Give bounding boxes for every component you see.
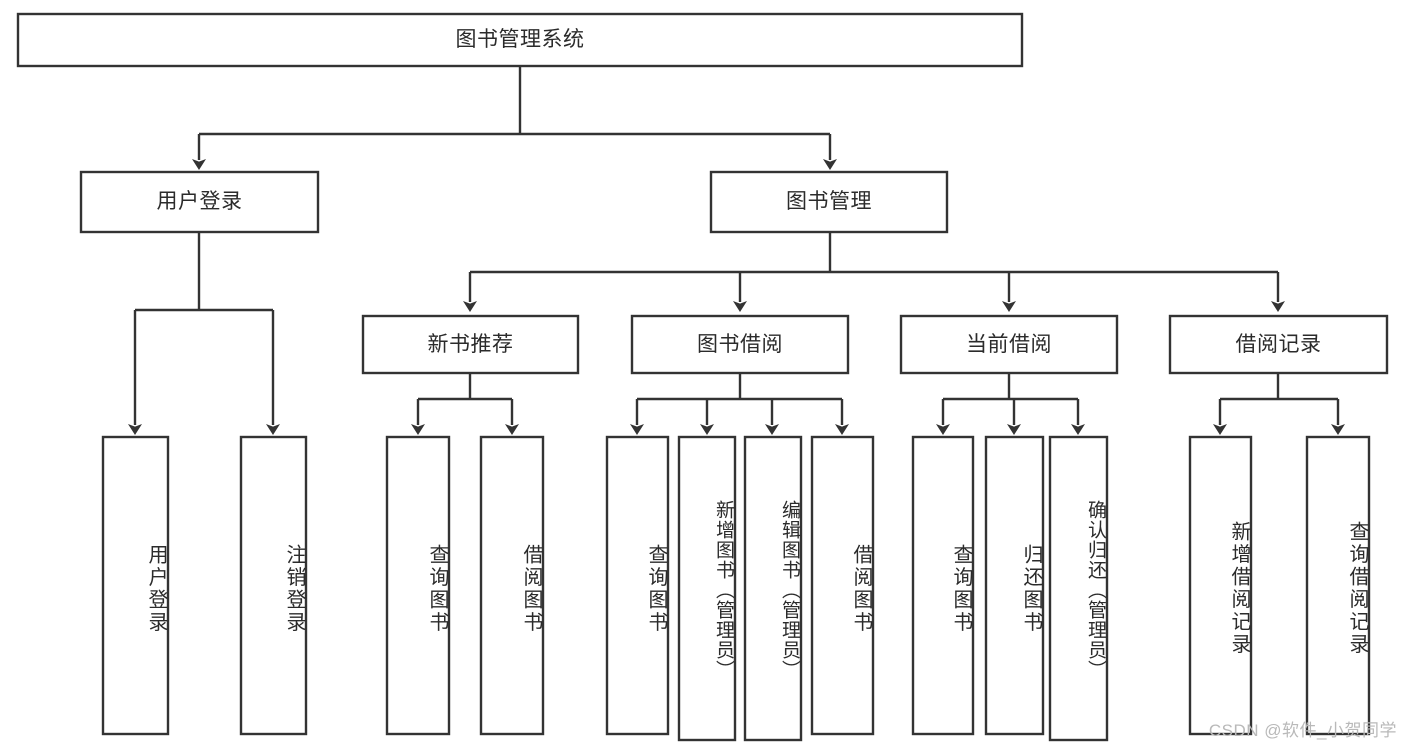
csdn-watermark: CSDN @软件_小贺同学	[1208, 721, 1397, 740]
node-box-new-book-recommend[interactable]	[361, 314, 580, 375]
node-box-book-manage[interactable]	[709, 170, 949, 234]
node-box-group	[16, 12, 1389, 742]
node-box-leaf-query-record[interactable]	[1305, 435, 1371, 736]
node-box-leaf-borrow-book-1[interactable]	[479, 435, 545, 736]
node-box-leaf-edit-book[interactable]	[743, 435, 803, 742]
node-box-leaf-add-record[interactable]	[1188, 435, 1253, 736]
connector-group	[128, 66, 1345, 435]
node-box-borrow-record[interactable]	[1168, 314, 1389, 375]
node-box-leaf-return-book[interactable]	[984, 435, 1045, 736]
node-box-leaf-add-book[interactable]	[677, 435, 737, 742]
node-box-user-login[interactable]	[79, 170, 320, 234]
node-box-leaf-user-login[interactable]	[101, 435, 170, 736]
node-box-root[interactable]	[16, 12, 1024, 68]
node-box-leaf-logout-login[interactable]	[239, 435, 308, 736]
node-box-leaf-query-book-3[interactable]	[911, 435, 975, 736]
node-box-current-borrow[interactable]	[899, 314, 1119, 375]
node-box-book-borrow[interactable]	[630, 314, 850, 375]
node-box-leaf-confirm-return[interactable]	[1048, 435, 1109, 742]
node-box-leaf-query-book-1[interactable]	[385, 435, 451, 736]
node-box-leaf-query-book-2[interactable]	[605, 435, 670, 736]
node-box-leaf-borrow-book-2[interactable]	[810, 435, 875, 736]
